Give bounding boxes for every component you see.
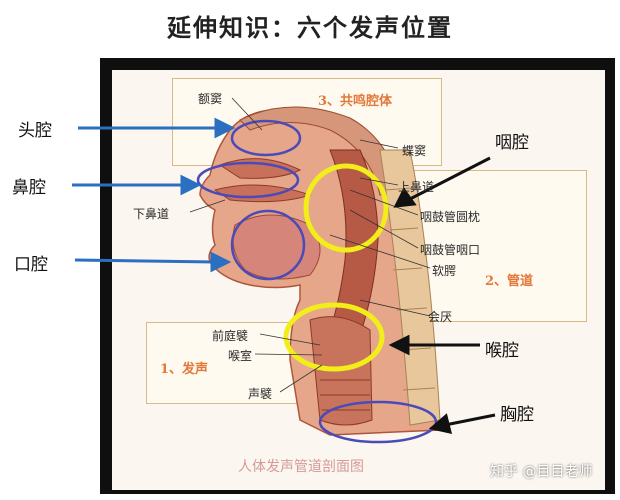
- chest-cavity-marker: [318, 400, 438, 444]
- pharyngeal-cavity-marker: [303, 163, 389, 253]
- section-label-phonation: 1、发声: [160, 362, 209, 377]
- diagram-caption: 人体发声管道剖面图: [238, 459, 364, 475]
- phonation-section-box: [146, 322, 306, 404]
- right-arrows: [388, 156, 496, 434]
- label-epiglottis: 会厌: [428, 310, 453, 324]
- label-sphenoid-sinus: 蝶窦: [402, 144, 427, 158]
- cavity-label-oral: 口腔: [14, 255, 48, 275]
- section-label-tract: 2、管道: [485, 274, 534, 289]
- oral-cavity-marker: [230, 209, 306, 281]
- label-pharyngeal-opening: 咽鼓管咽口: [420, 243, 481, 257]
- head-cavity-marker: [230, 119, 302, 157]
- left-arrows: [72, 117, 236, 273]
- nasal-cavity-marker: [196, 161, 300, 199]
- cavity-label-chest: 胸腔: [500, 405, 534, 425]
- cavity-label-pharyngeal: 咽腔: [495, 133, 529, 153]
- label-soft-palate: 软腭: [432, 264, 457, 278]
- label-vocal-fold: 声襞: [248, 387, 273, 401]
- label-frontal-sinus: 额窦: [198, 92, 223, 106]
- label-ventricle: 喉室: [228, 349, 253, 363]
- cavity-label-nasal: 鼻腔: [12, 178, 46, 198]
- label-superior-meatus: 上鼻道: [398, 180, 435, 194]
- label-vestibular-fold: 前庭襞: [212, 329, 249, 343]
- cavity-label-head: 头腔: [18, 121, 52, 141]
- label-inferior-meatus: 下鼻道: [133, 207, 170, 221]
- section-label-resonance: 3、共鸣腔体: [318, 94, 393, 109]
- laryngeal-cavity-marker: [283, 302, 385, 372]
- cavity-label-laryngeal: 喉腔: [485, 341, 519, 361]
- watermark: 知乎 @目目老师: [490, 464, 593, 480]
- label-torus-tubarius: 咽鼓管圆枕: [420, 210, 481, 224]
- page-title: 延伸知识：六个发声位置: [167, 14, 453, 42]
